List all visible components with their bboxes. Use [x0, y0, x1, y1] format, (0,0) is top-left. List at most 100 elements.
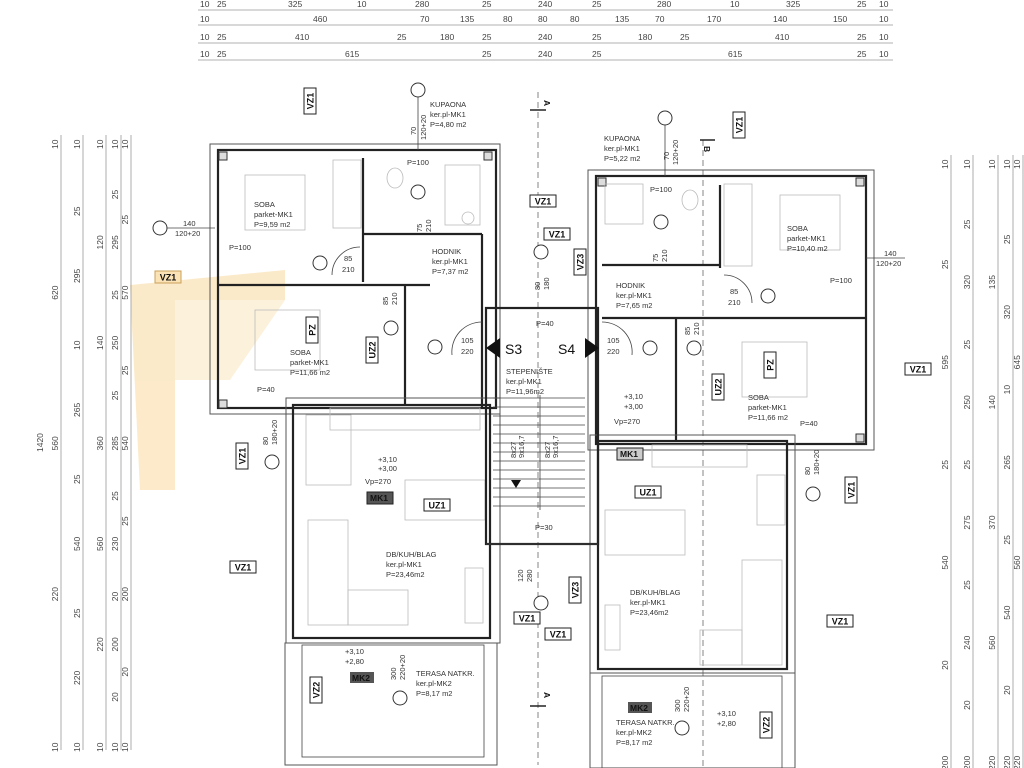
dimension-value: 10	[110, 742, 120, 752]
dimension-value: 240	[962, 635, 972, 649]
dimension-value: 80	[570, 14, 580, 24]
stair-tread-label: 8x27	[509, 442, 518, 458]
entry-arrow-s3	[486, 338, 500, 358]
svg-text:ker.pl-MK2: ker.pl-MK2	[416, 679, 452, 688]
dimension-value: 10	[110, 139, 120, 149]
svg-text:210: 210	[660, 249, 669, 262]
svg-text:+3,10: +3,10	[345, 647, 364, 656]
dimension-value: 25	[1002, 234, 1012, 244]
svg-text:P=23,46m2: P=23,46m2	[630, 608, 669, 617]
dimension-value: 25	[120, 516, 130, 526]
tag-vz3: VZ3	[568, 576, 582, 604]
svg-text:parket-MK1: parket-MK1	[787, 234, 826, 243]
dimension-value: 540	[940, 555, 950, 569]
dimension-value: 25	[857, 0, 867, 9]
svg-text:105: 105	[461, 336, 474, 345]
dimension-value: 20	[1002, 685, 1012, 695]
dimension-value: 70	[420, 14, 430, 24]
dimension-value: 140	[95, 336, 105, 350]
dimension-value: 560	[1012, 555, 1022, 569]
dimension-value: 10	[95, 139, 105, 149]
svg-text:PZ: PZ	[766, 359, 776, 371]
svg-text:80: 80	[261, 437, 270, 445]
construction-tags: VZ1VZ1PZUZ2VZ1VZ1VZ3VZ1UZ1VZ1VZ3VZ1VZ1VZ…	[154, 87, 932, 739]
dimension-value: 10	[962, 159, 972, 169]
svg-text:parket-MK1: parket-MK1	[290, 358, 329, 367]
dimension-value: 560	[95, 537, 105, 551]
svg-text:105: 105	[607, 336, 620, 345]
dimension-value: 595	[940, 355, 950, 369]
dimension-value: 560	[50, 436, 60, 450]
tag-vz1: VZ1	[543, 227, 571, 241]
svg-text:300: 300	[389, 667, 398, 680]
svg-text:P=7,65 m2: P=7,65 m2	[616, 301, 652, 310]
svg-text:210: 210	[424, 219, 433, 232]
dimension-value: 615	[345, 49, 359, 59]
svg-text:P=8,17 m2: P=8,17 m2	[616, 738, 652, 747]
svg-text:P=11,66 m2: P=11,66 m2	[290, 368, 330, 377]
dimension-value: 570	[120, 285, 130, 299]
svg-text:85: 85	[344, 254, 352, 263]
section-marker-a-top: A	[530, 100, 552, 111]
svg-text:DB/KUH/BLAG: DB/KUH/BLAG	[630, 588, 681, 597]
svg-text:P=40: P=40	[800, 419, 818, 428]
dimension-value: 410	[775, 32, 789, 42]
svg-text:A: A	[542, 692, 552, 698]
tag-vz2: VZ2	[309, 676, 323, 704]
svg-text:140: 140	[183, 219, 196, 228]
left-terrace: +3,10 +2,80 MK2 TERASA NATKR. ker.pl-MK2…	[345, 647, 475, 706]
dimension-value: 25	[592, 49, 602, 59]
svg-text:75: 75	[651, 254, 660, 262]
tag-vz1: VZ1	[904, 362, 932, 376]
svg-text:120+20: 120+20	[671, 140, 680, 165]
dimension-value: 140	[987, 395, 997, 409]
dimension-value: 70	[655, 14, 665, 24]
tag-uz2: UZ2	[711, 373, 725, 401]
svg-text:75: 75	[415, 224, 424, 232]
svg-text:ker.pl-MK2: ker.pl-MK2	[616, 728, 652, 737]
svg-text:140: 140	[884, 249, 897, 258]
svg-text:parket-MK1: parket-MK1	[254, 210, 293, 219]
dimension-value: 280	[415, 0, 429, 9]
svg-text:P=11,66 m2: P=11,66 m2	[748, 413, 788, 422]
dimension-value: 280	[657, 0, 671, 9]
dimension-value: 10	[200, 49, 210, 59]
dimension-value: 220	[50, 587, 60, 601]
right-unit-furniture	[604, 183, 841, 666]
dimension-value: 200	[110, 637, 120, 651]
left-bedroom-1: SOBA parket-MK1 P=9,59 m2 P=100 140 120+…	[152, 200, 361, 276]
tag-vz1: VZ1	[844, 476, 858, 504]
dimension-value: 10	[120, 742, 130, 752]
stair-room-name: STEPENIŠTE	[506, 367, 553, 376]
dimension-value: 25	[120, 365, 130, 375]
dimension-value: 10	[987, 159, 997, 169]
dimension-value: 25	[680, 32, 690, 42]
dimension-value: 10	[879, 0, 889, 9]
dimension-value: 460	[313, 14, 327, 24]
svg-text:70: 70	[662, 152, 671, 160]
dimension-value: 25	[962, 219, 972, 229]
svg-text:P=9,59 m2: P=9,59 m2	[254, 220, 290, 229]
dimension-value: 25	[72, 206, 82, 216]
svg-text:VZ3: VZ3	[571, 582, 581, 599]
dimension-value: 320	[1002, 305, 1012, 319]
right-dimension-chains: 1025595255402020010253202525025275252402…	[940, 155, 1024, 768]
stair-room-area: P=11,96m2	[506, 387, 544, 396]
svg-text:+3,10: +3,10	[717, 709, 736, 718]
dimension-value: 200	[962, 756, 972, 768]
svg-text:P=7,37 m2: P=7,37 m2	[432, 267, 468, 276]
dimension-value: 275	[962, 515, 972, 529]
svg-text:P=4,80 m2: P=4,80 m2	[430, 120, 466, 129]
svg-text:ker.pl-MK1: ker.pl-MK1	[616, 291, 652, 300]
stair-tread-label: 9x16,7	[551, 435, 560, 458]
window-marker-circle	[533, 595, 549, 611]
dimension-value: 20	[120, 667, 130, 677]
dimension-value: 230	[110, 537, 120, 551]
svg-text:MK1: MK1	[620, 449, 638, 459]
tag-vz1: VZ1	[732, 111, 746, 139]
svg-text:+2,80: +2,80	[345, 657, 364, 666]
dimension-value: 220	[987, 756, 997, 768]
dimension-value: 295	[110, 235, 120, 249]
dimension-value: 540	[1002, 605, 1012, 619]
svg-text:ker.pl-MK1: ker.pl-MK1	[432, 257, 468, 266]
